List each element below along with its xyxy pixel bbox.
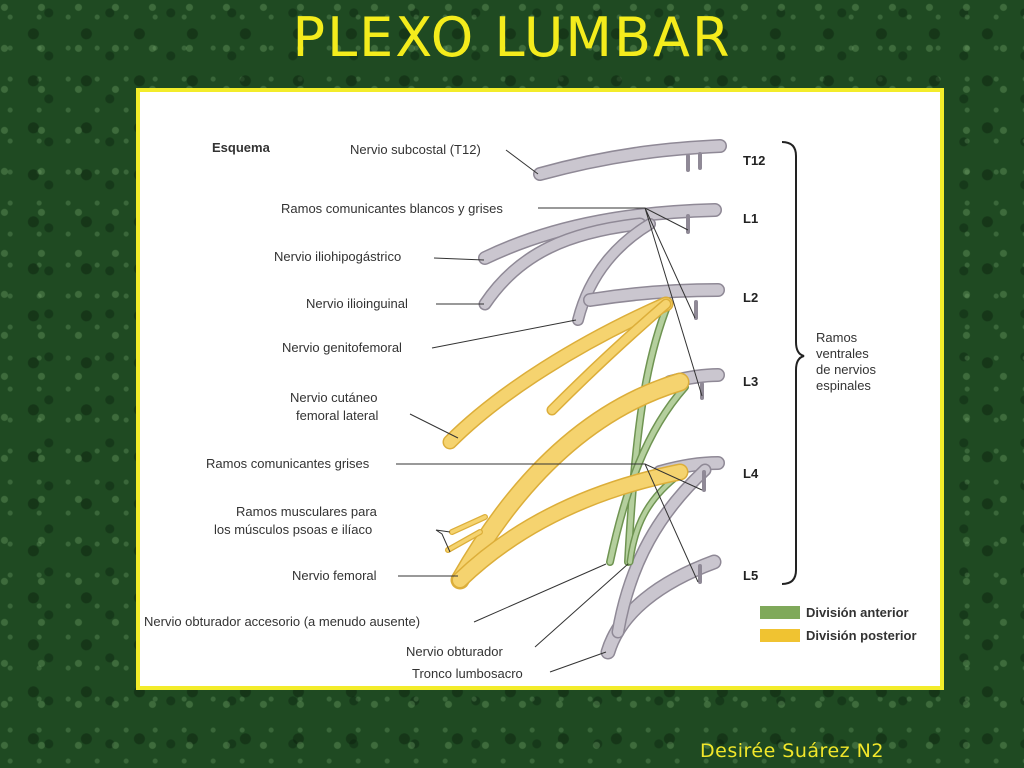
label-cutaneo-line2: femoral lateral bbox=[296, 408, 378, 423]
level-l5: L5 bbox=[743, 568, 758, 583]
bracket-label: Ramos ventrales de nervios espinales bbox=[816, 330, 876, 393]
label-subcostal: Nervio subcostal (T12) bbox=[350, 142, 481, 157]
label-tronco-lumbosacro: Tronco lumbosacro bbox=[412, 666, 523, 681]
labels: Esquema Nervio subcostal (T12) Ramos com… bbox=[144, 140, 523, 681]
label-femoral: Nervio femoral bbox=[292, 568, 377, 583]
spinal-levels: T12 L1 L2 L3 L4 L5 bbox=[743, 153, 765, 583]
level-l1: L1 bbox=[743, 211, 758, 226]
level-t12: T12 bbox=[743, 153, 765, 168]
levels-bracket bbox=[781, 141, 805, 585]
diagram-frame: Esquema Nervio subcostal (T12) Ramos com… bbox=[136, 88, 944, 690]
lumbar-plexus-diagram: Esquema Nervio subcostal (T12) Ramos com… bbox=[144, 139, 917, 681]
bracket-label-line4: espinales bbox=[816, 378, 871, 393]
slide-title: PLEXO LUMBAR bbox=[292, 6, 732, 69]
level-l4: L4 bbox=[743, 466, 759, 481]
label-cutaneo-line1: Nervio cutáneo bbox=[290, 390, 377, 405]
legend-swatch-posterior bbox=[760, 629, 800, 642]
bracket-label-line2: ventrales bbox=[816, 346, 869, 361]
label-iliohipogastrico: Nervio iliohipogástrico bbox=[274, 249, 401, 264]
level-l2: L2 bbox=[743, 290, 758, 305]
legend-label-posterior: División posterior bbox=[806, 628, 917, 643]
legend-label-anterior: División anterior bbox=[806, 605, 909, 620]
diagram-heading: Esquema bbox=[212, 140, 271, 155]
label-ilioinguinal: Nervio ilioinguinal bbox=[306, 296, 408, 311]
label-obturador: Nervio obturador bbox=[406, 644, 503, 659]
label-obturador-accesorio: Nervio obturador accesorio (a menudo aus… bbox=[144, 614, 420, 629]
label-musculares-line1: Ramos musculares para bbox=[236, 504, 378, 519]
posterior-division-nerves bbox=[442, 296, 690, 590]
gray-nerves bbox=[478, 139, 727, 660]
slide-author: Desirée Suárez N2 bbox=[700, 740, 884, 762]
label-ramos-blancos-grises: Ramos comunicantes blancos y grises bbox=[281, 201, 503, 216]
legend: División anterior División posterior bbox=[760, 605, 917, 643]
bracket-label-line1: Ramos bbox=[816, 330, 858, 345]
label-ramos-grises: Ramos comunicantes grises bbox=[206, 456, 370, 471]
label-musculares-line2: los músculos psoas e ilíaco bbox=[214, 522, 372, 537]
level-l3: L3 bbox=[743, 374, 758, 389]
leader-lines bbox=[396, 149, 703, 673]
legend-swatch-anterior bbox=[760, 606, 800, 619]
label-genitofemoral: Nervio genitofemoral bbox=[282, 340, 402, 355]
bracket-label-line3: de nervios bbox=[816, 362, 876, 377]
